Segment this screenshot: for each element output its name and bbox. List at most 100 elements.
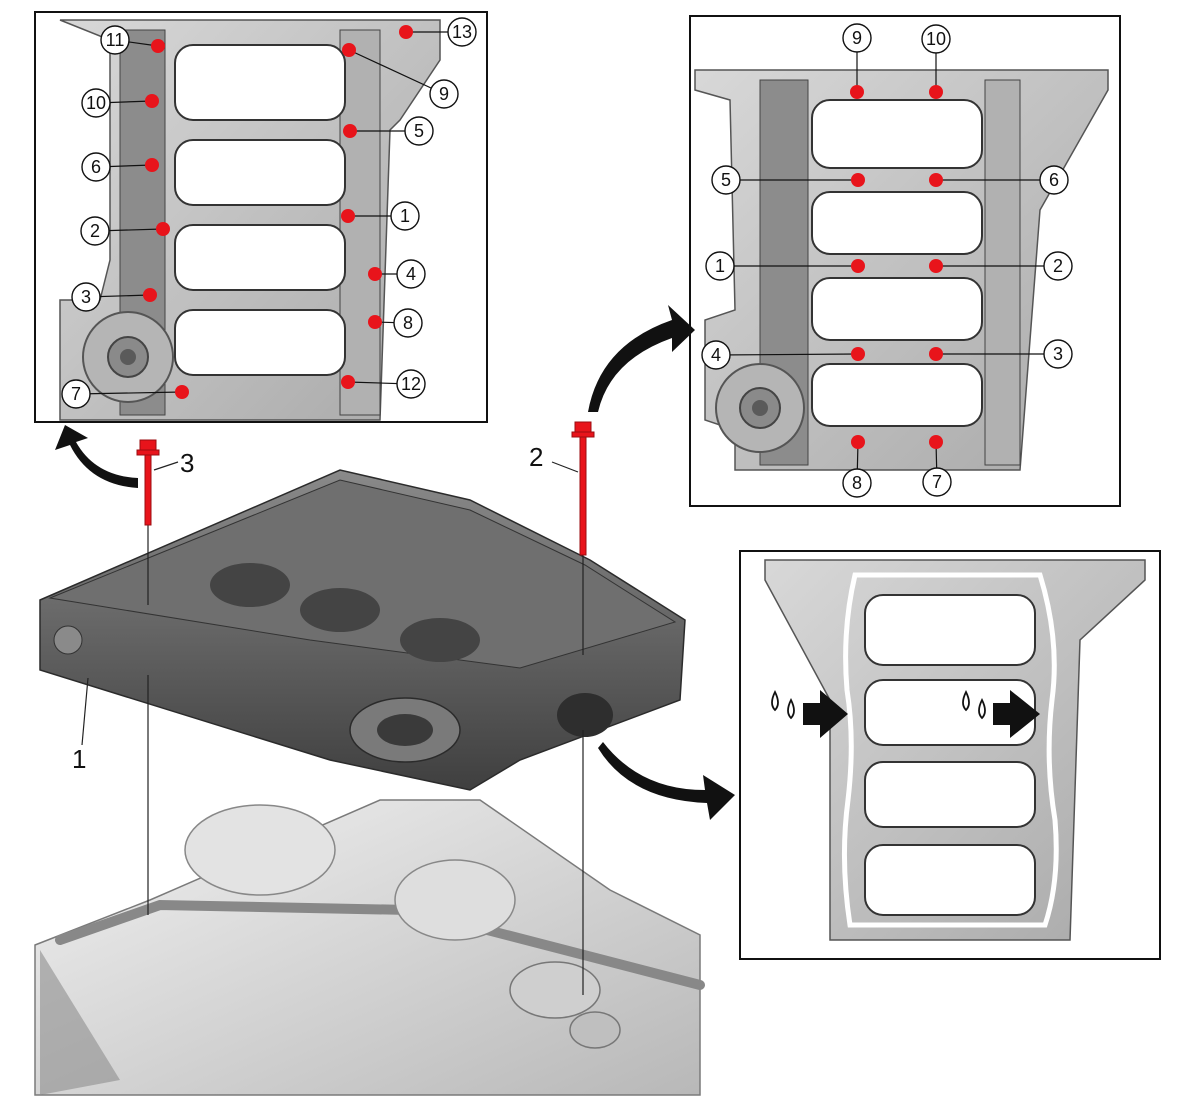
- bolt-position-marker: [341, 209, 355, 223]
- callout-number: 1: [400, 206, 410, 226]
- sealant-indicator-right: [962, 689, 1040, 738]
- callout-5: 5: [343, 116, 434, 146]
- bay-2: [174, 139, 346, 206]
- callout-number: 7: [932, 472, 942, 492]
- callout-circle: [447, 17, 477, 47]
- curved-arrow-icon: [588, 305, 695, 412]
- bolt-position-marker: [929, 85, 943, 99]
- ladder-frame-top-face: [48, 479, 677, 669]
- leader-line: [81, 677, 89, 746]
- callout-number: 4: [711, 345, 721, 365]
- rear-seal-bore: [557, 693, 613, 737]
- callout-number: 3: [81, 287, 91, 307]
- bolt-position-marker: [145, 94, 159, 108]
- callout-6: 6: [929, 165, 1069, 195]
- sealant-drop-icon: [771, 689, 779, 712]
- callout-circle: [842, 468, 872, 498]
- callout-number: 8: [852, 473, 862, 493]
- leader-line: [153, 461, 179, 471]
- bolt-position-marker: [343, 124, 357, 138]
- callout-circle: [1043, 339, 1073, 369]
- panel-sealant: [739, 550, 1161, 960]
- callout-9: 9: [342, 43, 459, 109]
- bolt-position-marker: [399, 25, 413, 39]
- callout-leader: [75, 391, 183, 395]
- crank-counterweight: [394, 859, 516, 941]
- bolt-position-marker: [929, 435, 943, 449]
- callout-3: 3: [929, 339, 1073, 369]
- callout-number: 9: [852, 28, 862, 48]
- callout-number: 6: [1049, 170, 1059, 190]
- long-bolt-shank: [579, 436, 587, 556]
- bolt-position-marker: [145, 158, 159, 172]
- pulley-bolt: [120, 349, 136, 365]
- bolt-position-marker: [156, 222, 170, 236]
- callout-8: 8: [368, 308, 423, 338]
- bolt-position-marker: [851, 435, 865, 449]
- callout-number: 3: [1053, 344, 1063, 364]
- callout-1: 1: [341, 201, 420, 231]
- side-rail-right: [984, 79, 1021, 466]
- part-number-ladder-frame: 1: [72, 744, 86, 774]
- part-number-short-bolt: 3: [180, 448, 194, 478]
- callout-circle: [842, 23, 872, 53]
- callout-number: 7: [71, 384, 81, 404]
- callout-12: 12: [341, 369, 426, 399]
- callout-10: 10: [921, 24, 951, 99]
- callout-number: 11: [106, 30, 125, 50]
- crank-counterweight: [184, 804, 336, 896]
- callout-7: 7: [61, 379, 189, 409]
- curved-arrow-icon: [598, 742, 735, 820]
- sealant-drop-icon: [787, 697, 795, 720]
- pulley-boss: [53, 625, 83, 655]
- sealant-drop-icon: [978, 697, 986, 720]
- short-bolt-flange: [136, 449, 160, 456]
- bay-3: [174, 224, 346, 291]
- callout-3: 3: [71, 282, 157, 312]
- cylinder-block: [34, 799, 705, 1096]
- callout-number: 2: [90, 221, 100, 241]
- callout-circle: [80, 216, 110, 246]
- casting-outline: [764, 559, 1146, 941]
- leader-line: [551, 461, 579, 473]
- callout-circle: [100, 25, 130, 55]
- callout-4: 4: [368, 259, 426, 289]
- long-bolt-flange: [571, 431, 595, 438]
- sealant-bead: [841, 572, 1059, 928]
- bolt-position-marker: [851, 173, 865, 187]
- bay-4: [864, 844, 1036, 916]
- short-bolt-shank: [144, 454, 152, 526]
- callout-circle: [705, 251, 735, 281]
- oil-pump-bore: [377, 714, 433, 746]
- ladder-frame-top-view-left: [59, 19, 441, 421]
- bolt-position-marker: [929, 259, 943, 273]
- callout-circle: [711, 165, 741, 195]
- callout-circle: [404, 116, 434, 146]
- callout-13: 13: [399, 17, 477, 47]
- sealant-drop-icon: [962, 689, 970, 712]
- bearing-saddle: [210, 563, 290, 607]
- sealant-indicator-left: [771, 689, 848, 738]
- callout-4: 4: [701, 340, 865, 370]
- callout-circle: [701, 340, 731, 370]
- bay-4: [811, 363, 983, 427]
- curved-arrow-icon: [55, 425, 138, 488]
- pulley-bolt: [752, 400, 768, 416]
- short-bolt: 3: [136, 439, 194, 915]
- callout-number: 5: [721, 170, 731, 190]
- callout-2: 2: [929, 251, 1073, 281]
- callout-9: 9: [842, 23, 872, 99]
- bolt-position-marker: [143, 288, 157, 302]
- callout-circle: [81, 88, 111, 118]
- bearing-saddle: [300, 588, 380, 632]
- bolt-position-marker: [850, 85, 864, 99]
- callout-circle: [429, 79, 459, 109]
- callout-leader: [348, 49, 445, 95]
- long-bolt: 2: [529, 421, 595, 995]
- callout-number: 5: [414, 121, 424, 141]
